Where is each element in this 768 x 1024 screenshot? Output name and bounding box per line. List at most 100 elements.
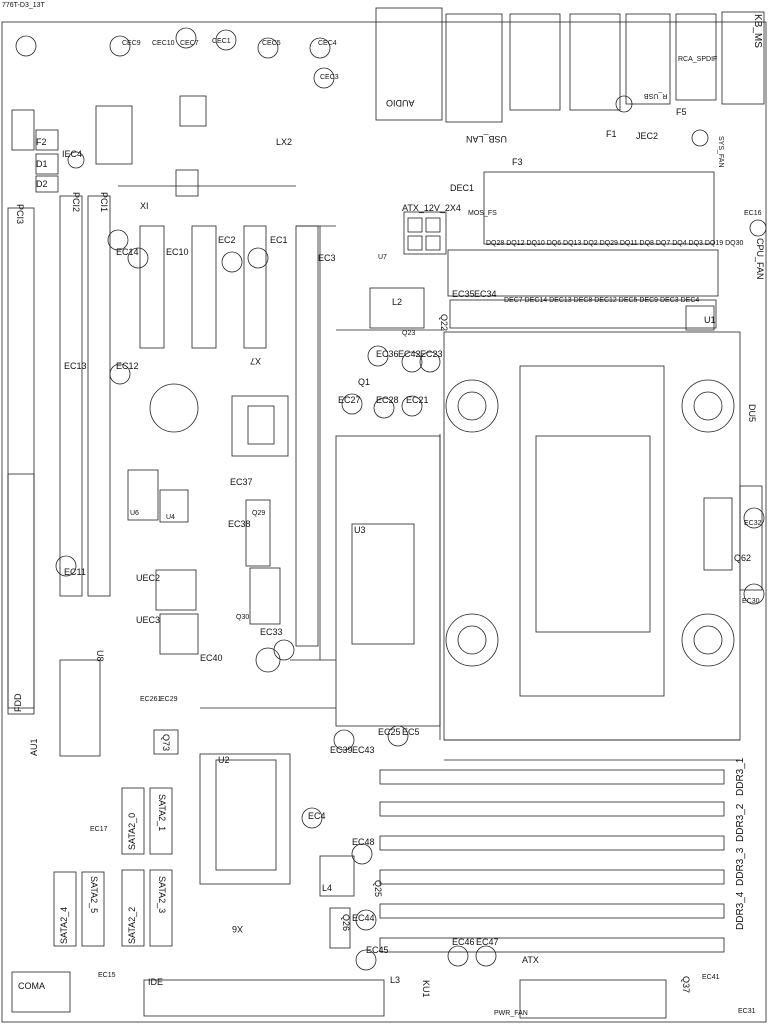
usb-lan-connector (445, 13, 503, 123)
pwr-fan-label: PWR_FAN (494, 1010, 528, 1017)
ec2-label: EC2 (218, 235, 236, 245)
ec3-label: EC3 (318, 253, 336, 263)
ec17-label: EC17 (90, 826, 108, 833)
pci-slot-1 (87, 195, 111, 597)
l4-label: L4 (322, 883, 333, 893)
ec29-label: EC29 (160, 696, 178, 703)
kb-ms-label: KB_MS (752, 14, 763, 48)
q23-label: Q23 (402, 330, 416, 337)
sata-port-5 (81, 871, 105, 947)
sata-port-3 (149, 869, 173, 947)
ec1-label: EC1 (270, 235, 288, 245)
pci1-label: PCI1 (99, 192, 109, 213)
x6-label: X6 (232, 924, 244, 934)
chip-u2 (215, 759, 277, 871)
cec9-label: CEC9 (122, 40, 141, 47)
d1-label: D1 (36, 159, 48, 169)
ec10-label: EC10 (166, 247, 189, 257)
dq-row-label: DQ28 DQ12 DQ10 DQ6 DQ13 DQ2 DQ29 DQ11 DQ… (486, 240, 744, 247)
pci2-label: PCI2 (71, 192, 81, 213)
q73-label: Q73 (161, 734, 171, 752)
chip-u3 (351, 523, 415, 645)
chip-u8 (59, 659, 101, 757)
cpu-fan-label: CPU_FAN (755, 238, 765, 280)
ec38-label: EC38 (228, 519, 251, 529)
ddr3-4-label: DDR3_4 (735, 891, 746, 930)
ec45-label: EC45 (366, 945, 389, 955)
coma-label: COMA (18, 981, 45, 991)
mos-fs-label: MOS_FS (468, 210, 497, 217)
fdd-label: FDD (13, 693, 23, 713)
atx-12v-label: ATX_12V_2X4 (402, 203, 461, 213)
ec33-label: EC33 (260, 627, 283, 637)
u7-label: U7 (378, 254, 387, 261)
ddr3-2-label: DDR3_2 (735, 803, 746, 842)
ec28-label: EC28 (376, 395, 399, 405)
q30-label: Q30 (236, 614, 250, 621)
f2-label: F2 (36, 137, 47, 147)
u1-label: U1 (704, 315, 716, 325)
sata-port-4 (53, 871, 77, 947)
u2-label: U2 (218, 755, 230, 765)
sata-port-0 (121, 787, 145, 855)
f3-label: F3 (512, 157, 523, 167)
q37-label: Q37 (681, 976, 691, 994)
ec13-label: EC13 (64, 361, 87, 371)
ec16-label: EC16 (744, 210, 762, 217)
com-a-connector (11, 971, 71, 1013)
ec14-label: EC14 (116, 247, 139, 257)
ec23-label: EC23 (420, 349, 443, 359)
q22-label: Q22 (439, 314, 449, 332)
sata-port-2 (121, 869, 145, 947)
sata2-5-label: SATA2_5 (89, 876, 99, 914)
ec25-label: EC25 (378, 727, 401, 737)
ec36-label: EC36 (376, 349, 399, 359)
ec5-label: EC5 (402, 727, 420, 737)
board-id: 776T-D3_13T (2, 2, 45, 9)
cec3-label: CEC3 (320, 74, 339, 81)
rca-spdif-label: RCA_SPDIF (678, 56, 718, 63)
ec43-label: EC43 (352, 745, 375, 755)
u4-label: U4 (166, 514, 175, 521)
ec15-label: EC15 (98, 972, 116, 979)
ec30-label: EC30 (742, 598, 760, 605)
r-usb-label: R_USB (644, 92, 668, 99)
sata2-3-label: SATA2_3 (157, 876, 167, 914)
x7-label: X7 (250, 356, 262, 366)
rca-spdif-connector (675, 13, 717, 101)
ide-connector (143, 979, 385, 1017)
ddr3-1-label: DDR3_1 (735, 757, 746, 796)
lx2-label: LX2 (276, 137, 293, 147)
ddr3-3-label: DDR3_3 (735, 847, 746, 886)
ku1-label: KU1 (421, 980, 431, 998)
ec35-label: EC35 (452, 289, 475, 299)
dec1-label: DEC1 (450, 183, 475, 193)
audio-connector (375, 7, 443, 121)
l2-label: L2 (392, 297, 403, 307)
f1-label: F1 (606, 129, 617, 139)
q26-label: Q26 (341, 914, 351, 932)
uec2-label: UEC2 (136, 573, 161, 583)
q29-label: Q29 (252, 510, 266, 517)
q1-label: Q1 (358, 377, 371, 387)
dimm-area (379, 769, 725, 953)
q25-label: Q25 (373, 880, 383, 898)
ec27-label: EC27 (338, 395, 361, 405)
ec39-label: EC39 (330, 745, 353, 755)
ec41-label: EC41 (702, 974, 720, 981)
cpu-socket (443, 331, 741, 741)
cec5-label: CEC5 (262, 40, 281, 47)
ide-label: IDE (148, 977, 164, 987)
f5-label: F5 (676, 107, 687, 117)
ec21-label: EC21 (406, 395, 429, 405)
sata2-4-label: SATA2_4 (59, 906, 69, 944)
au1-label: AU1 (29, 738, 39, 756)
ec47-label: EC47 (476, 937, 499, 947)
ec44-label: EC44 (352, 913, 375, 923)
atx-power-connector (519, 979, 667, 1019)
dec-row-label: DEC7 DEC14 DEC13 DEC8 DEC12 DEC5 DEC9 DE… (504, 297, 700, 304)
ec48-label: EC48 (352, 837, 375, 847)
ec4-label: EC4 (308, 811, 326, 821)
ec40-label: EC40 (200, 653, 223, 663)
